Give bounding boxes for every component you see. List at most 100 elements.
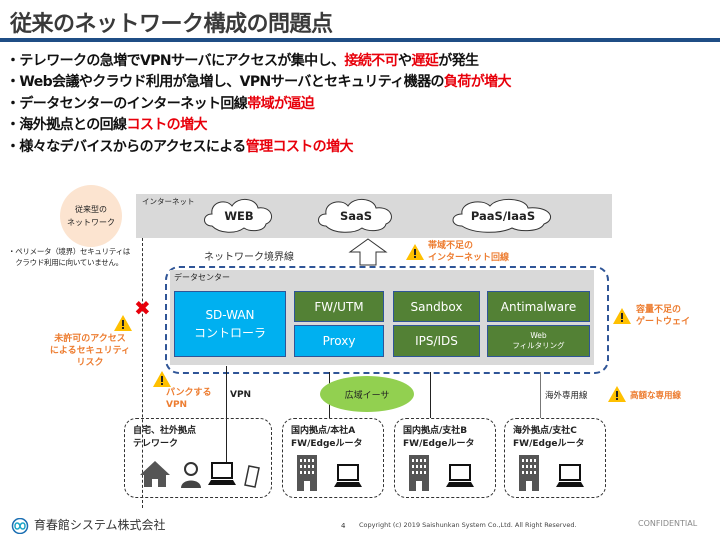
site-subtitle: テレワーク <box>133 439 179 449</box>
unauth-line1: 未許可のアクセス <box>54 334 126 344</box>
wide-area-ethernet <box>320 376 414 412</box>
smartphone-icon <box>244 465 260 488</box>
bullet-text: ・テレワークの急増でVPNサーバにアクセスが集中し、 <box>6 53 345 69</box>
building-icon <box>297 455 317 491</box>
site-name: 国内拠点/支社B <box>403 426 468 436</box>
title-underline <box>0 38 720 42</box>
blocked-access-line <box>142 238 143 508</box>
laptop-icon <box>208 462 236 485</box>
network-boundary-line <box>165 266 609 374</box>
site-telework: 自宅、社外拠点テレワーク <box>124 418 272 498</box>
cloud-icon <box>318 199 392 233</box>
site-subtitle: FW/Edgeルータ <box>403 439 475 449</box>
cloud-icon <box>204 199 273 233</box>
bullet-list: ・テレワークの急増でVPNサーバにアクセスが集中し、接続不可や遅延が発生・Web… <box>6 51 512 158</box>
sdwan-label-1: SD-WAN <box>205 308 255 322</box>
warning-icon <box>613 308 631 324</box>
fw-utm-tile: FW/UTM <box>294 291 384 322</box>
overseas-line-label: 海外専用線 <box>545 391 588 401</box>
bandwidth-warning: 帯域不足のインターネット回線 <box>428 240 509 264</box>
house-icon <box>140 461 170 487</box>
highlighted-text: 接続不可 <box>344 53 398 69</box>
company-name: 育春館システム株式会社 <box>33 518 166 532</box>
bullet-text: が発生 <box>438 53 479 69</box>
company-logo: 育春館システム株式会社 <box>10 516 165 534</box>
expensive-line-warning: 高額な専用線 <box>630 391 682 401</box>
punk-line1: パンクする <box>166 388 212 398</box>
highlighted-text: 遅延 <box>411 53 439 69</box>
highlighted-text: 帯域が逼迫 <box>247 95 315 112</box>
bullet-text: や <box>397 53 412 69</box>
vpn-overload-warning: パンクする VPN <box>166 387 211 411</box>
punk-line2: VPN <box>166 400 188 410</box>
perimeter-note: ・ペリメータ（境界）セキュリティはクラウド利用に向いていません。 <box>0 246 138 268</box>
perimeter-note-line1: ・ペリメータ（境界）セキュリティは <box>8 247 130 256</box>
unauthorized-access-warning: 未許可のアクセスによるセキュリティリスク <box>42 333 138 369</box>
internet-label: インターネット <box>142 197 195 206</box>
bullet-text: ・データセンターのインターネット回線 <box>6 95 248 112</box>
highlighted-text: 負荷が増大 <box>443 74 512 91</box>
bullet-text: ・Web会議やクラウド利用が急増し、VPNサーバとセキュリティ機器の <box>6 74 445 91</box>
cloud-label: PaaS/IaaS <box>470 209 536 223</box>
vpn-label: VPN <box>230 390 252 400</box>
perimeter-note-line2: クラウド利用に向いていません。 <box>15 258 123 267</box>
bullet-text: ・海外拠点との回線 <box>6 117 127 134</box>
building-icon <box>409 455 429 491</box>
legacy-network-badge: 従来型のネットワーク <box>60 185 122 247</box>
bandwidth-warning-line2: インターネット回線 <box>428 253 510 263</box>
highlighted-text: 管理コストの増大 <box>245 138 354 155</box>
laptop-icon <box>446 464 474 487</box>
cloud-label: WEB <box>224 209 254 223</box>
bullet-item: ・海外拠点との回線コストの増大 <box>6 115 511 136</box>
laptop-icon <box>556 464 584 487</box>
antimalware-tile: Antimalware <box>487 291 590 322</box>
capacity-warning: 容量不足のゲートウェイ <box>636 304 690 328</box>
web-filtering-label-1: Web <box>530 331 547 340</box>
site-overseas-c: 海外拠点/支社C FW/Edgeルータ <box>504 418 606 498</box>
site-subtitle: FW/Edgeルータ <box>513 439 585 449</box>
legacy-label-1: 従来型の <box>75 205 107 214</box>
sdwan-label-2: コントローラ <box>193 326 266 340</box>
site-name: 海外拠点/支社C <box>513 426 577 436</box>
web-filtering-label-2: フィルタリング <box>512 341 565 350</box>
bullet-item: ・データセンターのインターネット回線帯域が逼迫 <box>6 94 511 115</box>
warning-icon <box>114 315 132 331</box>
bullet-item: ・テレワークの急増でVPNサーバにアクセスが集中し、接続不可や遅延が発生 <box>6 51 511 72</box>
highlighted-text: コストの増大 <box>126 117 207 134</box>
sdwan-controller-tile: SD-WAN コントローラ <box>174 291 286 357</box>
unauth-line3: リスク <box>76 358 104 368</box>
network-boundary-label: ネットワーク境界線 <box>204 252 294 263</box>
infinity-logo-icon <box>11 517 29 534</box>
cloud-label: SaaS <box>339 209 373 223</box>
bullet-text: ・様々なデバイスからのアクセスによる <box>6 138 246 155</box>
site-branch-b: 国内拠点/支社B FW/Edgeルータ <box>394 418 496 498</box>
proxy-tile: Proxy <box>294 325 384 357</box>
bandwidth-warning-line1: 帯域不足の <box>428 241 474 251</box>
warning-icon <box>153 371 171 387</box>
site-b-line <box>430 372 431 418</box>
warning-icon <box>608 386 626 402</box>
site-name: 自宅、社外拠点 <box>133 426 197 436</box>
cloud-saas: SaaS <box>314 196 398 234</box>
slide-title: 従来のネットワーク構成の問題点 <box>10 12 333 37</box>
page-number: 4 <box>341 522 346 530</box>
datacenter-label: データセンター <box>174 273 230 282</box>
up-arrow-icon <box>348 238 388 266</box>
cloud-paas-iaas: PaaS/IaaS <box>448 196 558 234</box>
capacity-warning-line2: ゲートウェイ <box>636 317 691 327</box>
sandbox-tile: Sandbox <box>393 291 480 322</box>
legacy-label-2: ネットワーク <box>67 218 115 227</box>
cloud-icon <box>452 199 552 233</box>
confidential-label: CONFIDENTIAL <box>638 519 698 528</box>
person-icon <box>181 462 201 488</box>
laptop-icon <box>334 464 362 487</box>
bullet-item: ・Web会議やクラウド利用が急増し、VPNサーバとセキュリティ機器の負荷が増大 <box>6 72 512 93</box>
warning-icon <box>406 244 424 260</box>
unauth-line2: によるセキュリティ <box>49 346 131 356</box>
capacity-warning-line1: 容量不足の <box>636 305 682 315</box>
wide-area-ethernet-label: 広域イーサ <box>344 391 390 401</box>
ips-ids-tile: IPS/IDS <box>393 325 480 357</box>
bullet-item: ・様々なデバイスからのアクセスによる管理コストの増大 <box>6 137 511 158</box>
